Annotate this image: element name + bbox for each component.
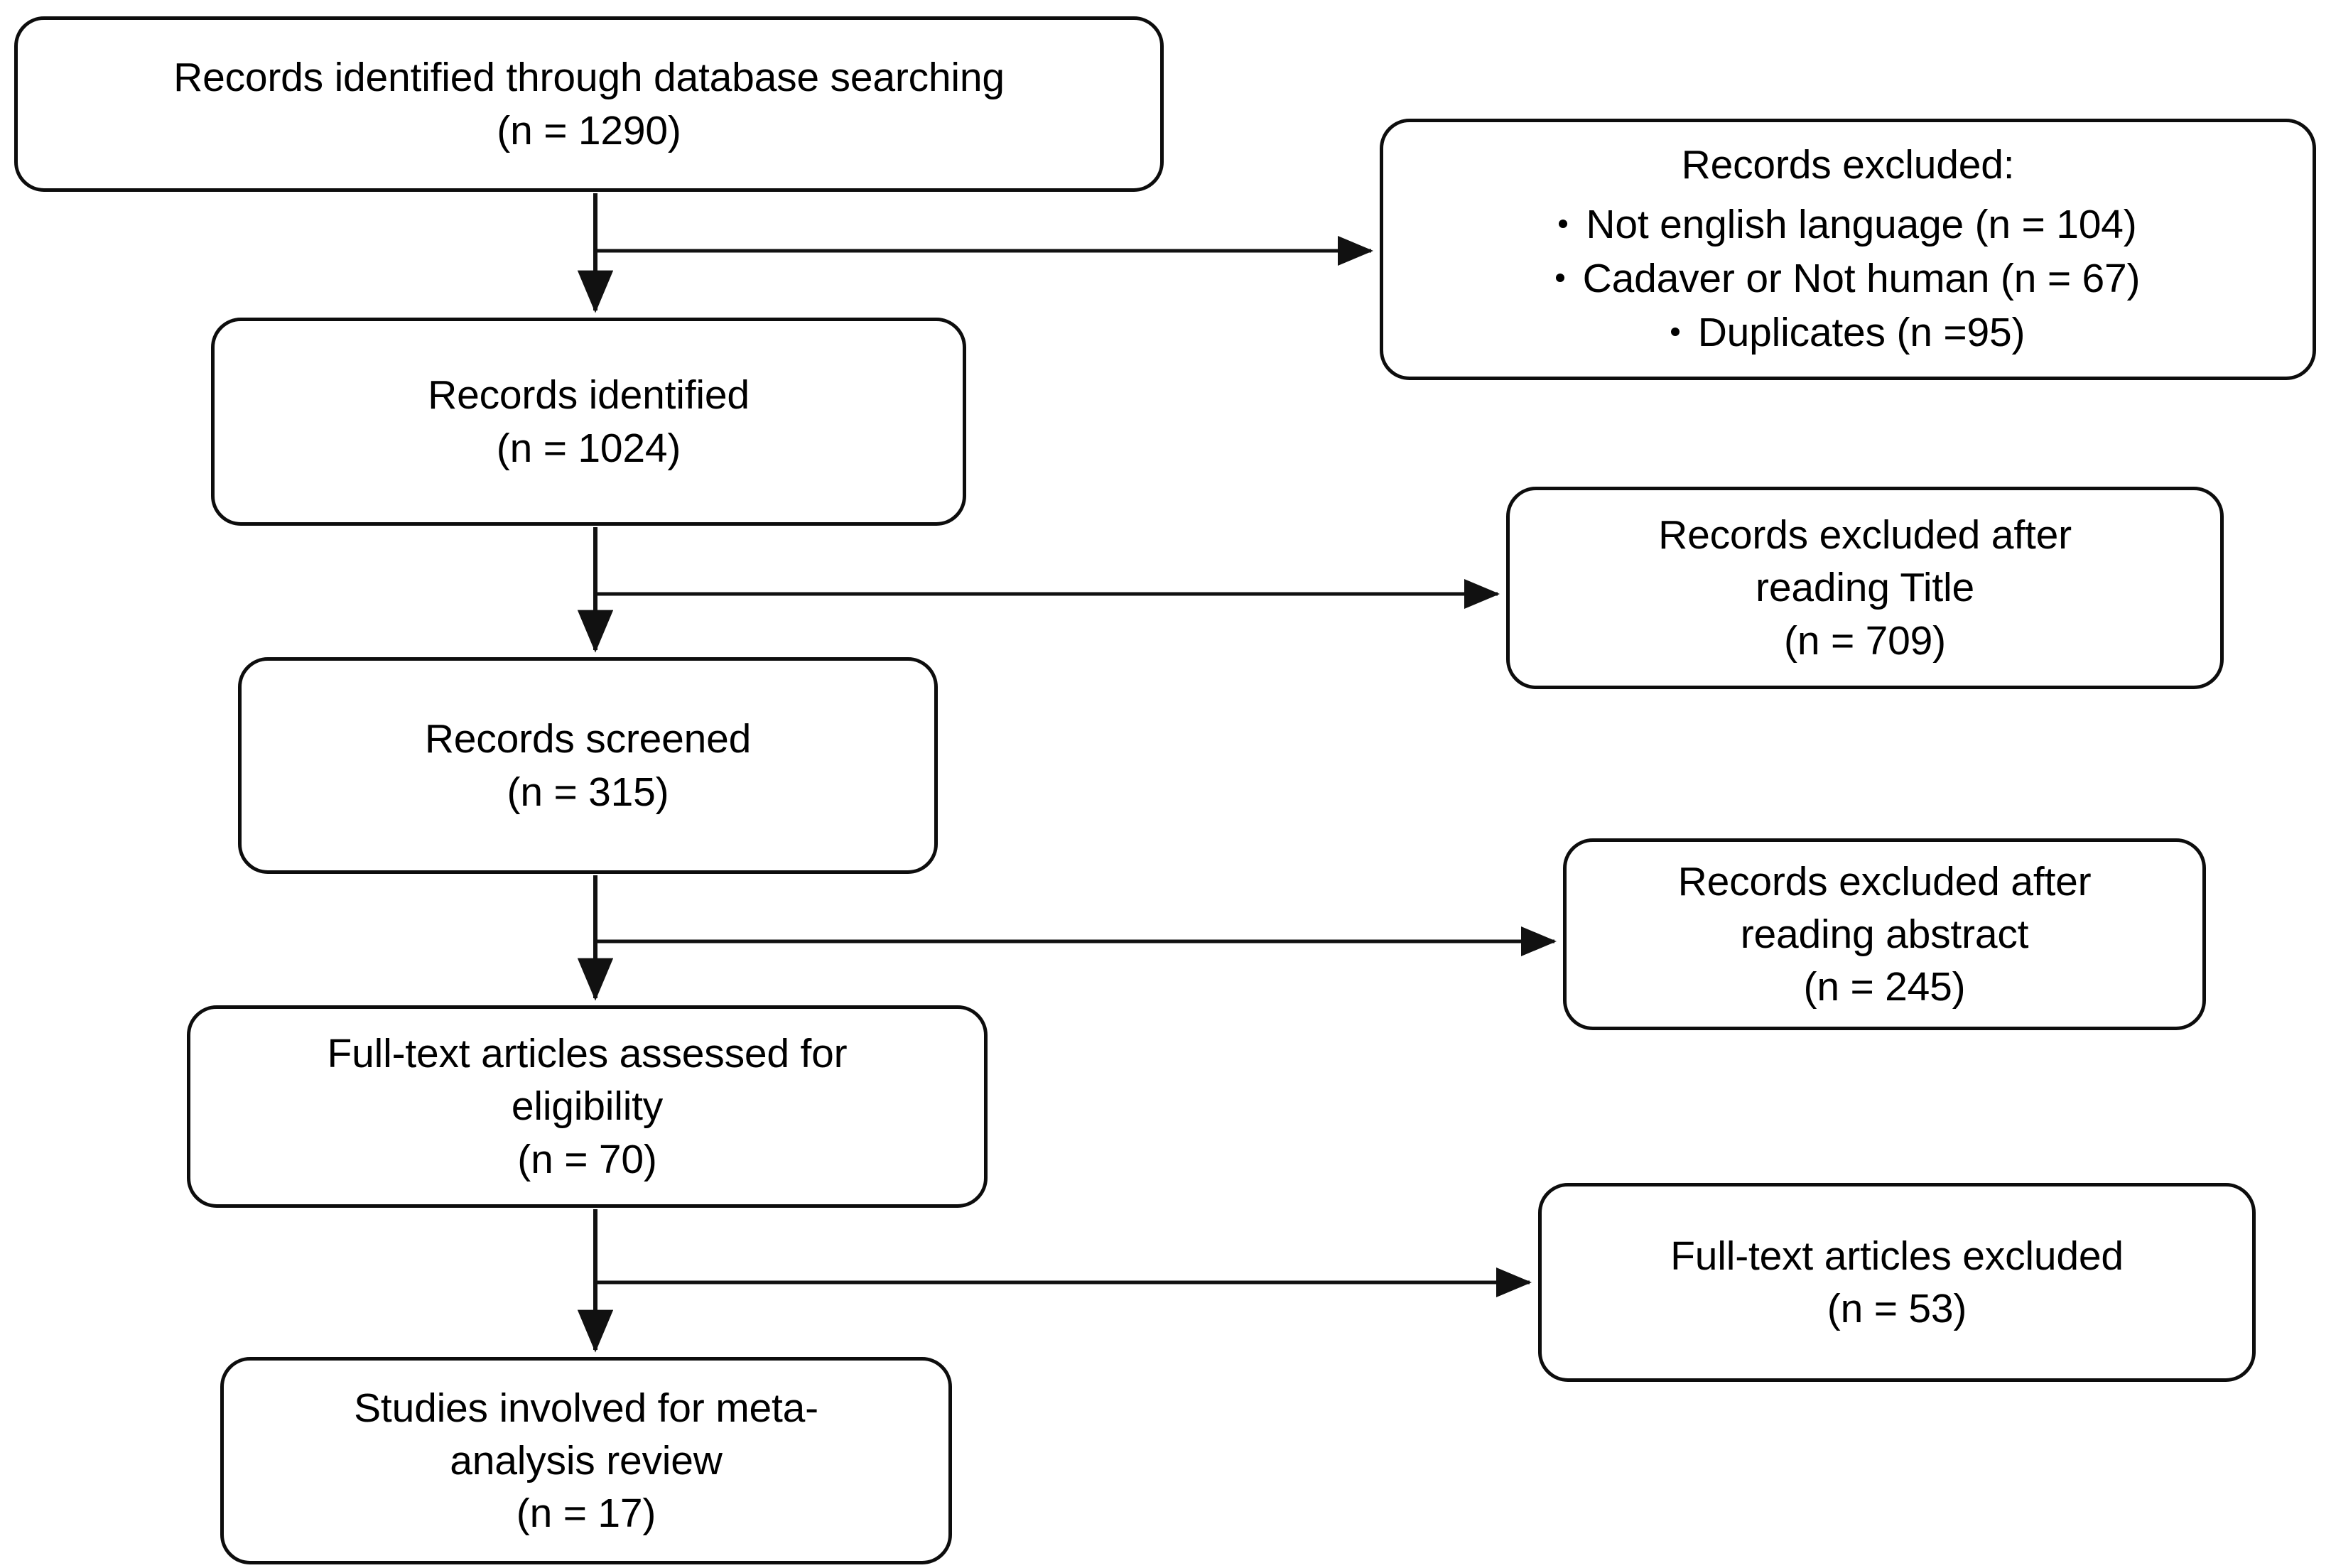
node-line-count: (n = 17): [516, 1491, 656, 1537]
node-line-title: Studies involved for meta-: [354, 1385, 818, 1431]
list-item-label: Not english language (n = 104): [1586, 201, 2137, 247]
list-item-label: Duplicates (n =95): [1697, 310, 2026, 356]
list-item-label: Cadaver or Not human (n = 67): [1582, 256, 2141, 301]
node-line-count: (n = 245): [1803, 964, 1966, 1010]
list-item: Duplicates (n =95): [1405, 306, 2291, 359]
bullet-icon: [1670, 328, 1680, 337]
list-item: Cadaver or Not human (n = 67): [1405, 252, 2291, 305]
node-studies-involved-for-meta-analysis-review[interactable]: Studies involved for meta- analysis revi…: [220, 1357, 952, 1564]
node-line-title: Records identified: [428, 372, 750, 418]
node-line-title-cont: eligibility: [511, 1083, 664, 1130]
node-line-count: (n = 53): [1827, 1286, 1967, 1331]
node-records-screened[interactable]: Records screened (n = 315): [238, 657, 938, 874]
node-records-excluded-after-reading-abstract[interactable]: Records excluded after reading abstract …: [1563, 838, 2206, 1030]
node-heading: Records excluded:: [1681, 141, 2015, 188]
node-full-text-articles-excluded[interactable]: Full-text articles excluded (n = 53): [1538, 1183, 2256, 1382]
node-line-title: Full-text articles excluded: [1670, 1233, 2124, 1279]
node-line-title-cont: analysis review: [450, 1437, 723, 1483]
bullet-icon: [1555, 273, 1564, 282]
node-line-count: (n = 709): [1784, 617, 1946, 664]
node-full-text-articles-assessed-for-eligibility[interactable]: Full-text articles assessed for eligibil…: [187, 1005, 988, 1208]
node-records-identified[interactable]: Records identified (n = 1024): [211, 318, 966, 526]
node-line-title: Records excluded after: [1658, 512, 2072, 558]
bullet-icon: [1559, 219, 1568, 228]
node-records-excluded[interactable]: Records excluded: Not english language (…: [1380, 119, 2316, 380]
node-line-title: Records screened: [424, 716, 752, 762]
node-line-title: Full-text articles assessed for: [327, 1031, 848, 1077]
node-line-title-cont: reading abstract: [1740, 911, 2029, 957]
node-records-identified-through-database-searching[interactable]: Records identified through database sear…: [14, 16, 1164, 192]
node-line-count: (n = 315): [507, 769, 669, 815]
excluded-reasons-list: Not english language (n = 104) Cadaver o…: [1405, 197, 2291, 360]
list-item: Not english language (n = 104): [1405, 198, 2291, 251]
node-line-count: (n = 1290): [497, 107, 681, 153]
node-line-title-cont: reading Title: [1756, 565, 1974, 611]
node-line-count: (n = 1024): [496, 425, 681, 471]
node-line-count: (n = 70): [517, 1136, 657, 1182]
node-line-title: Records excluded after: [1677, 858, 2092, 904]
node-records-excluded-after-reading-title[interactable]: Records excluded after reading Title (n …: [1506, 487, 2224, 689]
node-line-title: Records identified through database sear…: [173, 55, 1005, 101]
